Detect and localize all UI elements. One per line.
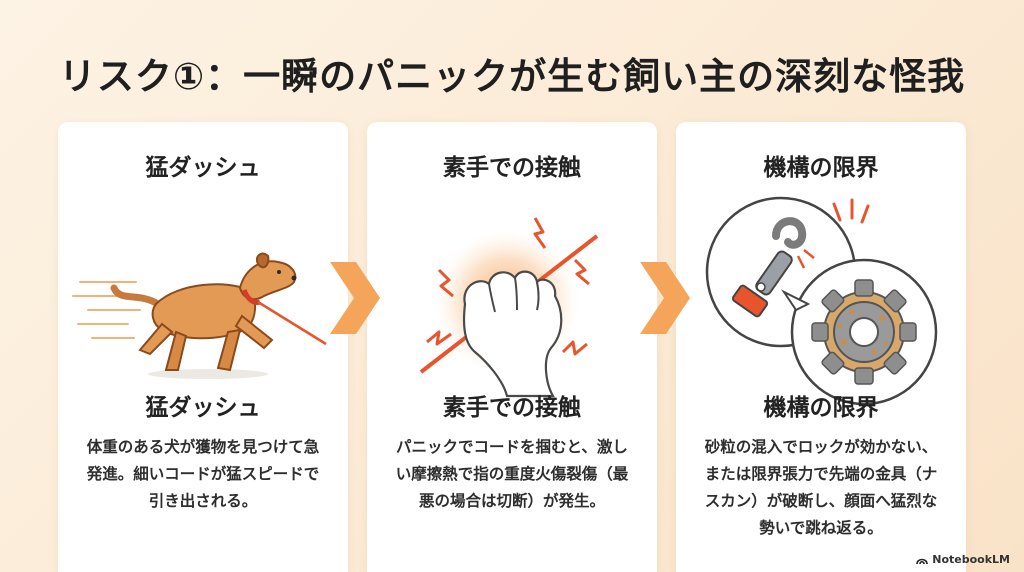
chevron-right-icon — [640, 262, 690, 334]
chevron-right-icon — [330, 262, 380, 334]
card-dash: 猛ダッシュ 猛ダッシュ 体重のある犬が獲物を見つけて急発進。細いコードが猛スピー… — [58, 122, 348, 572]
running-dog-icon — [72, 252, 327, 379]
card-subheading: 素手での接触 — [443, 395, 581, 421]
card-subheading: 機構の限界 — [763, 395, 879, 421]
brand-label: NotebookLM — [932, 553, 1010, 566]
card-description: 砂粒の混入でロックが効かない、または限界張力で先端の金具（ナスカン）が破断し、顔… — [704, 438, 938, 537]
hand-gripping-cord-icon — [419, 217, 599, 398]
card-mechanism-limit: 機構の限界 — [676, 122, 966, 572]
notebooklm-logo-icon — [916, 558, 929, 564]
page-title: リスク①：一瞬のパニックが生む飼い主の深刻な怪我 — [58, 55, 966, 98]
card-description: パニックでコードを掴むと、激しい摩擦熱で指の重度火傷裂傷（最悪の場合は切断）が発… — [395, 438, 629, 510]
card-heading: 機構の限界 — [763, 155, 879, 181]
card-bare-hand: 素手での接触 素手での接触 パニックでコードを掴むと、激しい摩擦熱で指の重度火傷… — [367, 122, 657, 572]
card-subheading: 猛ダッシュ — [145, 395, 261, 421]
card-heading: 素手での接触 — [443, 155, 581, 181]
brand-watermark: NotebookLM — [916, 553, 1010, 566]
card-description: 体重のある犬が獲物を見つけて急発進。細いコードが猛スピードで引き出される。 — [86, 438, 320, 510]
broken-clasp-and-gear-icon — [705, 196, 938, 406]
card-heading: 猛ダッシュ — [145, 155, 261, 181]
